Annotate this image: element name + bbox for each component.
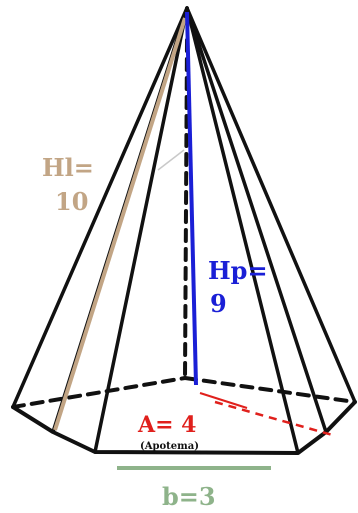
lateral-edge-front-right: [185, 6, 328, 434]
base-front-edges: [11, 400, 357, 455]
pyramid-height-value: 9: [210, 289, 227, 318]
lateral-edge-left: [11, 6, 189, 409]
slant-height-leader: [157, 149, 185, 171]
apothem-lines: [199, 392, 337, 438]
lateral-edge-right: [185, 6, 357, 404]
lateral-edge-front-mid-right: [185, 6, 300, 455]
hidden-edges: [11, 38, 357, 409]
apothem-line: [214, 400, 337, 438]
hidden-base-back-left: [11, 376, 187, 409]
hidden-height-edge: [183, 38, 189, 380]
base-side-label: b=3: [162, 482, 216, 511]
lateral-edge-front-mid-left: [93, 6, 189, 454]
slant-height-value: 10: [55, 187, 88, 216]
hidden-base-back-right: [183, 376, 357, 404]
pyramid-height-line: [185, 11, 198, 386]
apothem-label: A= 4: [137, 412, 196, 438]
pyramid-height-label: Hp=: [208, 256, 268, 285]
apothem-note: (Apotema): [140, 441, 199, 452]
apothem-pointer: [199, 392, 248, 409]
slant-height-label: Hl=: [42, 153, 94, 182]
slant-height-line: [53, 17, 187, 431]
